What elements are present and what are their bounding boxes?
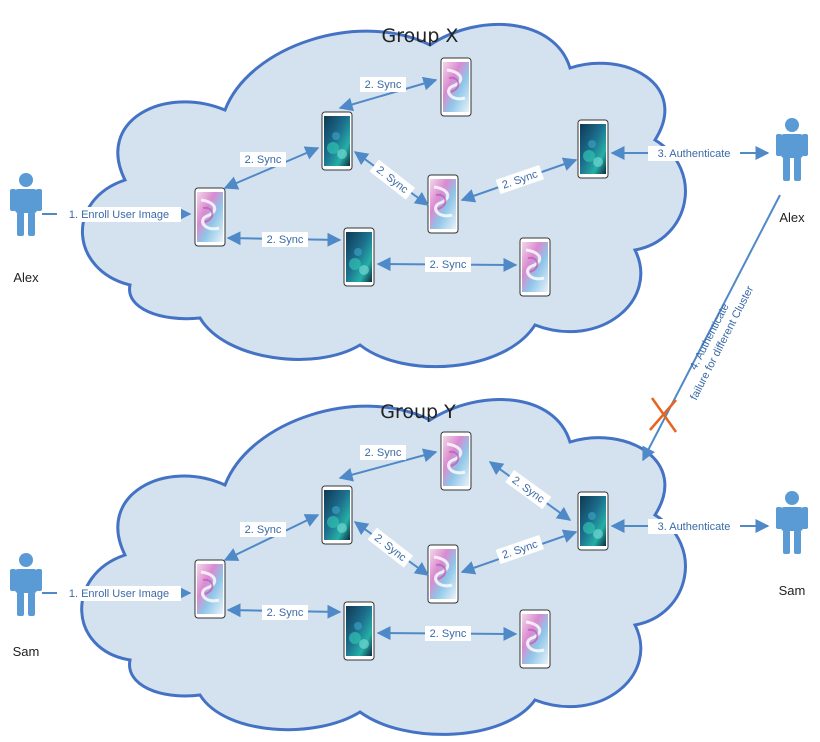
phone-x-6 (343, 227, 375, 287)
group-x-cloud: Group X (81, 22, 687, 369)
phone-y-4 (426, 543, 460, 605)
label-x-enroll: 1. Enroll User Image (69, 209, 169, 221)
phone-y-7 (518, 608, 552, 670)
arrow-x-sync-a (223, 146, 320, 190)
person-icon (10, 173, 42, 236)
person-alex-right: Alex (776, 118, 808, 225)
label-x-authenticate: 3. Authenticate (658, 148, 731, 160)
phone-y-2 (321, 485, 353, 545)
label-y-sync-f: 2. Sync (267, 607, 304, 619)
phone-x-7 (518, 236, 552, 298)
person-sam-left: Sam (10, 553, 42, 659)
label-x-sync-b: 2. Sync (365, 79, 402, 91)
group-y-title: Group Y (380, 401, 456, 423)
person-alex-right-name: Alex (779, 210, 805, 225)
person-sam-right: Sam (776, 491, 808, 598)
phone-x-5 (577, 119, 609, 179)
phone-y-3 (439, 430, 473, 492)
label-failure: 4. Authenticate failure for different Cl… (688, 284, 757, 402)
person-sam-left-name: Sam (13, 644, 40, 659)
label-y-sync-a: 2. Sync (245, 524, 282, 536)
person-alex-left: Alex (10, 173, 42, 285)
person-icon (10, 553, 42, 616)
label-y-sync-g: 2. Sync (430, 628, 467, 640)
label-x-sync-f: 2. Sync (430, 259, 467, 271)
group-x-title: Group X (382, 25, 459, 47)
label-failure-line2: failure for different Cluster (688, 284, 756, 402)
phone-x-3 (439, 56, 473, 118)
person-alex-left-name: Alex (13, 270, 39, 285)
label-y-enroll: 1. Enroll User Image (69, 588, 169, 600)
failure-cross-icon (649, 397, 678, 433)
phone-x-enroll (193, 186, 227, 248)
label-x-sync-a: 2. Sync (245, 154, 282, 166)
label-y-authenticate: 3. Authenticate (658, 521, 731, 533)
arrow-x-sync-b (338, 76, 438, 112)
arrow-y-sync-a (223, 514, 320, 561)
person-icon (776, 118, 808, 181)
phone-y-6 (343, 601, 375, 661)
arrow-y-sync-b (338, 448, 438, 482)
person-icon (776, 491, 808, 554)
label-x-sync-e: 2. Sync (267, 234, 304, 246)
label-y-sync-b: 2. Sync (365, 447, 402, 459)
phone-y-5 (577, 491, 609, 551)
phone-x-2 (321, 111, 353, 171)
phone-y-enroll (193, 558, 227, 620)
phone-x-4 (426, 173, 460, 235)
person-sam-right-name: Sam (779, 583, 806, 598)
